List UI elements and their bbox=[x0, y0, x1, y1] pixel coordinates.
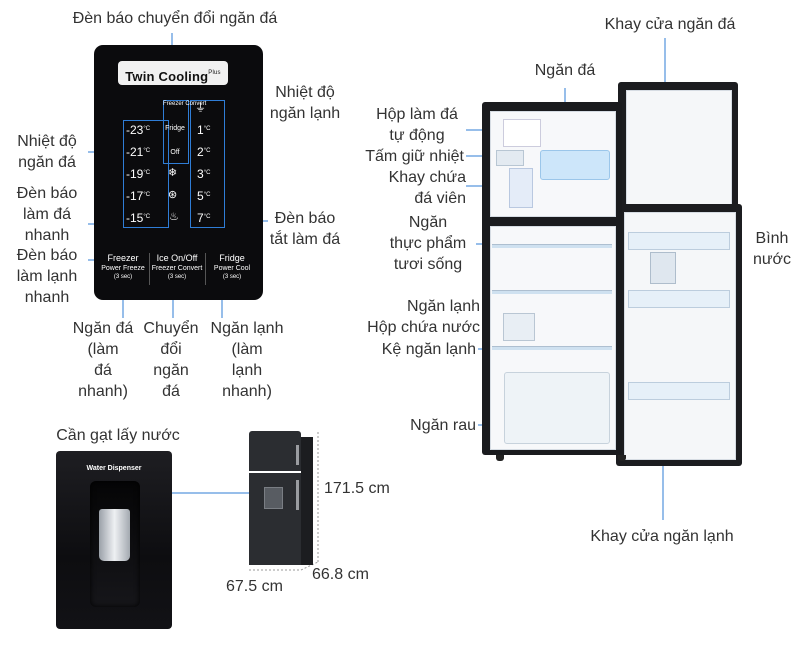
mini-top-door bbox=[249, 431, 301, 471]
label-vegetable: Ngăn rau bbox=[410, 417, 476, 434]
fridge-temp-2: 2°C bbox=[197, 145, 211, 159]
label-fridge-compartment: Ngăn lạnh bbox=[407, 298, 480, 315]
freezer-temp-frame bbox=[123, 120, 169, 228]
label-auto-icemaker: Hộp làm đá tự động bbox=[376, 106, 458, 144]
label-ice-cube-tray: Khay chứa đá viên bbox=[388, 169, 466, 207]
door-bin-1 bbox=[628, 232, 730, 250]
mini-handle-bottom bbox=[296, 480, 299, 510]
dispenser-title: Water Dispenser bbox=[86, 465, 142, 472]
label-ice-indicator: Đèn báo làm đá nhanh bbox=[16, 185, 78, 244]
freezer-temp-2: -21°C bbox=[126, 145, 151, 159]
water-dispenser: Water Dispenser bbox=[56, 451, 172, 629]
freezer-temp-1: -23°C bbox=[126, 123, 151, 137]
mini-handle-top bbox=[296, 445, 299, 465]
fridge-shelf-2 bbox=[492, 346, 612, 350]
label-freezer-door-tray: Khay cửa ngăn đá bbox=[604, 16, 736, 33]
label-ice-off-indicator: Đèn báo tắt làm đá bbox=[269, 210, 341, 248]
label-water-box: Hộp chứa nước bbox=[367, 319, 480, 336]
label-cool-indicator: Đèn báo làm lạnh nhanh bbox=[16, 247, 78, 306]
brand-logo: Twin CoolingPlus bbox=[118, 61, 228, 85]
off-mode-label: Off bbox=[170, 149, 180, 156]
fridge-mode-label: Fridge bbox=[165, 125, 185, 132]
label-heat-holder: Tấm giữ nhiệt bbox=[365, 148, 464, 165]
button-divider-1 bbox=[149, 253, 150, 285]
label-freezer-temp: Nhiệt độ ngăn đá bbox=[17, 133, 77, 171]
label-water-lever: Cần gạt lấy nước bbox=[56, 427, 180, 444]
label-fridge-temp: Nhiệt độ ngăn lạnh bbox=[269, 84, 341, 122]
door-bin-2 bbox=[628, 290, 730, 308]
foot-right bbox=[618, 455, 626, 461]
dispenser-lever[interactable] bbox=[99, 509, 130, 561]
fridge-door-inner bbox=[624, 212, 736, 460]
label-fridge-shelf: Kệ ngăn lạnh bbox=[381, 341, 476, 358]
freezer-temp-3: -19°C bbox=[126, 167, 151, 181]
ice-onoff-button[interactable]: Ice On/Off Freezer Convert (3 sec) bbox=[151, 253, 203, 280]
fridge-temp-frame bbox=[190, 100, 225, 228]
foot-left bbox=[496, 455, 504, 461]
fridge-temp-1: 1°C bbox=[197, 123, 211, 137]
freezer-convert-label: Freezer Convert bbox=[163, 101, 207, 107]
fast-ice-icon: ⊛ bbox=[168, 189, 178, 201]
mode-frame bbox=[163, 100, 189, 164]
fast-cool-icon: ♨ bbox=[169, 211, 179, 223]
label-fresh-food: Ngăn thực phẩm tươi sống bbox=[389, 214, 467, 273]
label-btn-freezer: Ngăn đá (làm đá nhanh) bbox=[72, 320, 134, 400]
ice-tray bbox=[540, 150, 610, 180]
fridge-temp-5: 7°C bbox=[197, 211, 211, 225]
dim-depth-line bbox=[300, 561, 319, 571]
auto-icemaker bbox=[503, 119, 541, 147]
label-water-bottle: Bình nước bbox=[752, 230, 792, 268]
button-divider-2 bbox=[205, 253, 206, 285]
freezer-door-inner bbox=[626, 90, 732, 210]
ice-maker-icon: ❄ bbox=[168, 167, 178, 179]
fridge-button[interactable]: Fridge Power Cool (3 sec) bbox=[213, 253, 251, 280]
fridge-shelf-1 bbox=[492, 290, 612, 294]
freezer-temp-5: -15°C bbox=[126, 211, 151, 225]
fresh-food-shelf bbox=[492, 244, 612, 248]
heat-holder bbox=[496, 150, 524, 166]
dim-depth: 66.8 cm bbox=[312, 566, 369, 583]
label-btn-fridge: Ngăn lạnh (làm lạnh nhanh) bbox=[210, 320, 284, 400]
control-panel: Twin CoolingPlus Freezer Convert Fridge … bbox=[94, 45, 263, 300]
plug-icon: ⏚ bbox=[195, 102, 206, 114]
vegetable-drawer bbox=[504, 372, 610, 444]
label-btn-convert: Chuyển đổi ngăn đá bbox=[143, 320, 199, 400]
water-bottle bbox=[650, 252, 676, 284]
label-convert-indicator: Đèn báo chuyển đổi ngăn đá bbox=[72, 10, 278, 27]
dim-height: 171.5 cm bbox=[324, 480, 390, 497]
fridge-temp-3: 3°C bbox=[197, 167, 211, 181]
label-fridge-door-tray: Khay cửa ngăn lạnh bbox=[590, 528, 734, 545]
dim-width: 67.5 cm bbox=[226, 578, 283, 595]
door-bin-3 bbox=[628, 382, 730, 400]
ice-cube-tray bbox=[509, 168, 533, 208]
mini-side bbox=[301, 437, 313, 565]
freezer-button[interactable]: Freezer Power Freeze (3 sec) bbox=[101, 253, 145, 280]
fridge-temp-4: 5°C bbox=[197, 189, 211, 203]
water-box bbox=[503, 313, 535, 341]
label-freezer: Ngăn đá bbox=[534, 62, 596, 79]
mini-dispenser-window bbox=[264, 487, 283, 509]
freezer-temp-4: -17°C bbox=[126, 189, 151, 203]
